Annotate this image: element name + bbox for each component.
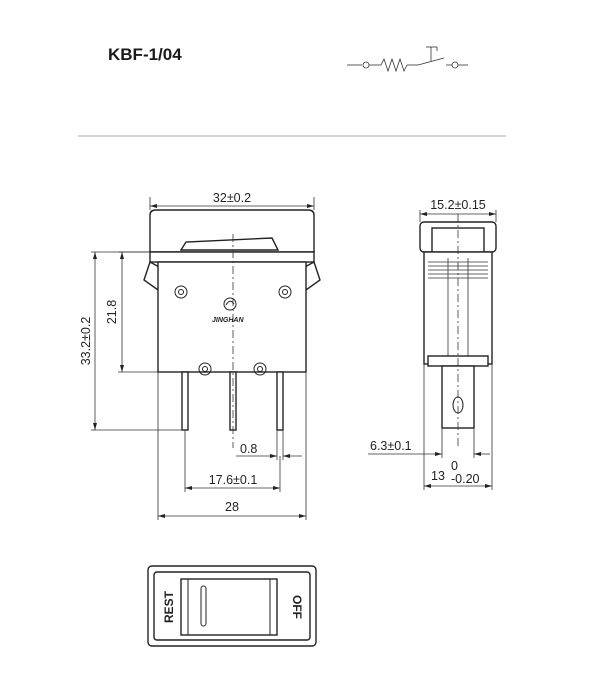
front-view: JINGHAN — [143, 209, 321, 448]
side-view — [419, 214, 497, 448]
dim-terminal-spacing: 17.6±0.1 — [209, 473, 258, 487]
front-dimensions: 32±0.2 33.2±0.2 21.8 0.8 17.6±0.1 — [79, 191, 315, 520]
side-dimensions: 15.2±0.15 6.3±0.1 13 0 -0.20 — [368, 198, 497, 490]
dim-height-body: 21.8 — [105, 300, 119, 324]
dim-base-width: 28 — [225, 500, 239, 514]
dim-depth-main: 13 — [431, 469, 445, 483]
actuator-view: REST OFF — [147, 565, 317, 647]
dim-height-total: 33.2±0.2 — [79, 317, 93, 366]
actuator-off-label: OFF — [290, 595, 304, 619]
dim-terminal-thickness: 0.8 — [240, 442, 257, 456]
brand-logo-text: JINGHAN — [212, 317, 244, 324]
dim-side-width: 15.2±0.15 — [430, 198, 486, 212]
dim-depth-lower: -0.20 — [451, 472, 480, 486]
circuit-symbol-icon — [347, 46, 468, 73]
dim-width-top: 32±0.2 — [213, 191, 251, 205]
model-title: KBF-1/04 — [108, 45, 182, 64]
dim-terminal-width: 6.3±0.1 — [370, 439, 412, 453]
actuator-rest-label: REST — [162, 590, 176, 623]
dim-depth-upper: 0 — [451, 459, 458, 473]
